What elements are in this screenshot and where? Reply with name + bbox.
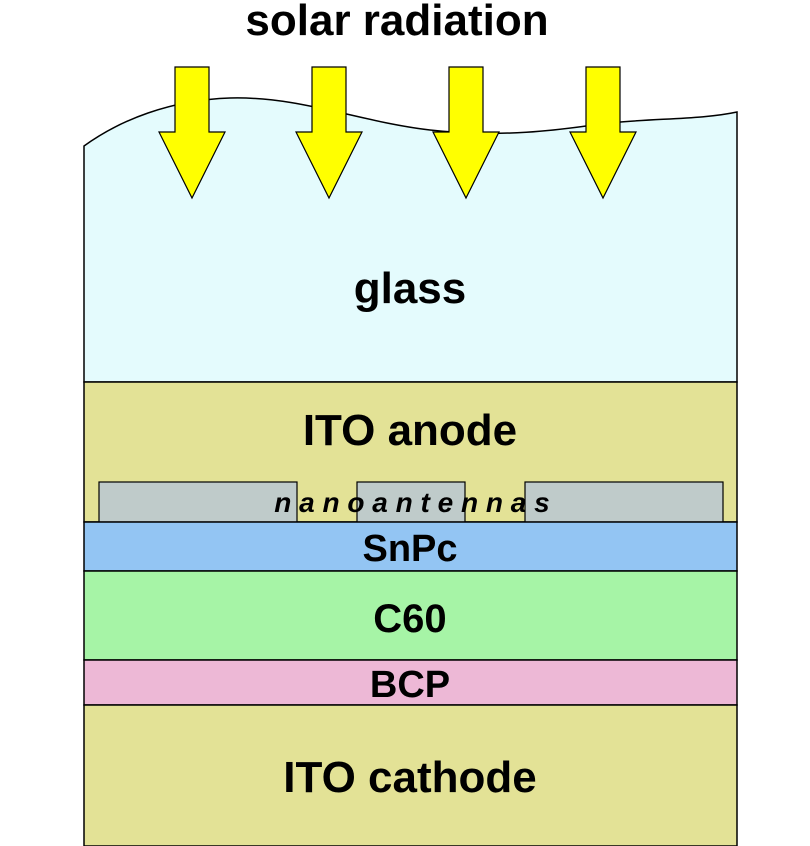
down-arrow-icon — [158, 66, 226, 200]
nanoantenna-3 — [524, 481, 724, 523]
ito-anode-label: ITO anode — [303, 406, 517, 455]
diagram-title: solar radiation — [245, 0, 548, 45]
snpc-layer — [83, 521, 738, 572]
solar-radiation-arrows — [158, 66, 637, 200]
nanoantennas-label: n a n o a n t e n n a s — [274, 487, 549, 518]
c60-layer — [83, 570, 738, 661]
ito-cathode-label: ITO cathode — [283, 753, 536, 802]
down-arrow-icon — [569, 66, 637, 200]
bcp-label: BCP — [370, 664, 450, 706]
ito-cathode-layer — [83, 704, 738, 846]
down-arrow-icon — [295, 66, 363, 200]
snpc-label: SnPc — [362, 528, 457, 570]
nanoantenna-1 — [98, 481, 298, 523]
glass-label: glass — [354, 264, 467, 313]
down-arrow-icon — [432, 66, 500, 200]
bcp-layer — [83, 659, 738, 706]
c60-label: C60 — [373, 597, 446, 641]
